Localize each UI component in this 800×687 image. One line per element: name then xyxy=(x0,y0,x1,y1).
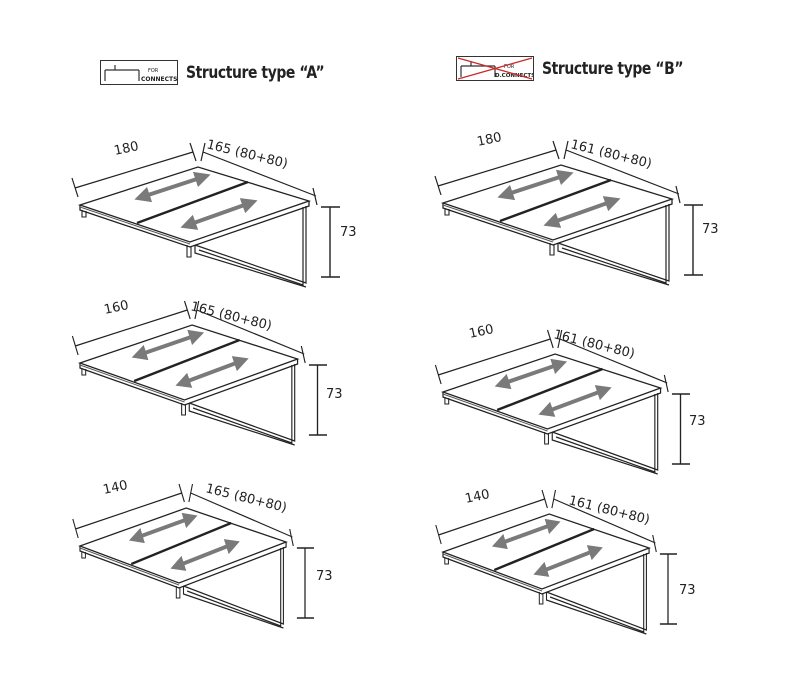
desk-a-160 xyxy=(72,301,327,445)
depth-label: 165 (80+80) xyxy=(204,481,288,516)
icon-small-text: FOR xyxy=(148,68,159,74)
width-label: 140 xyxy=(102,478,129,498)
structure-b-title: Structure type “B” xyxy=(542,58,684,79)
width-label: 140 xyxy=(464,487,491,507)
depth-label: 161 (80+80) xyxy=(569,137,653,172)
width-label: 160 xyxy=(468,322,495,342)
width-label: 160 xyxy=(103,298,130,318)
structure-b-crossed-icon: FOR D.CONNECTS xyxy=(456,56,535,81)
desk-a-180 xyxy=(72,143,340,287)
structure-a-title: Structure type “A” xyxy=(186,62,325,83)
icon-small-text: FOR xyxy=(504,64,515,70)
desk-b-180 xyxy=(435,141,703,285)
icon-big-text: D.CONNECTS xyxy=(495,73,533,79)
icon-big-text: CONNECTS xyxy=(141,76,177,83)
header-structure-b: FOR D.CONNECTS Structure type “B” xyxy=(456,56,714,81)
cross-mark-icon xyxy=(457,57,533,80)
header-structure-a: FOR CONNECTS Structure type “A” xyxy=(100,60,355,85)
height-label: 73 xyxy=(702,222,719,237)
height-label: 73 xyxy=(679,583,696,598)
height-label: 73 xyxy=(316,569,333,584)
depth-label: 165 (80+80) xyxy=(205,137,289,172)
structure-a-icon: FOR CONNECTS xyxy=(100,60,178,85)
desk-b-160 xyxy=(435,330,690,474)
height-label: 73 xyxy=(326,387,343,402)
height-label: 73 xyxy=(689,414,706,429)
width-label: 180 xyxy=(113,139,140,159)
height-label: 73 xyxy=(340,225,357,240)
width-label: 180 xyxy=(476,130,503,150)
